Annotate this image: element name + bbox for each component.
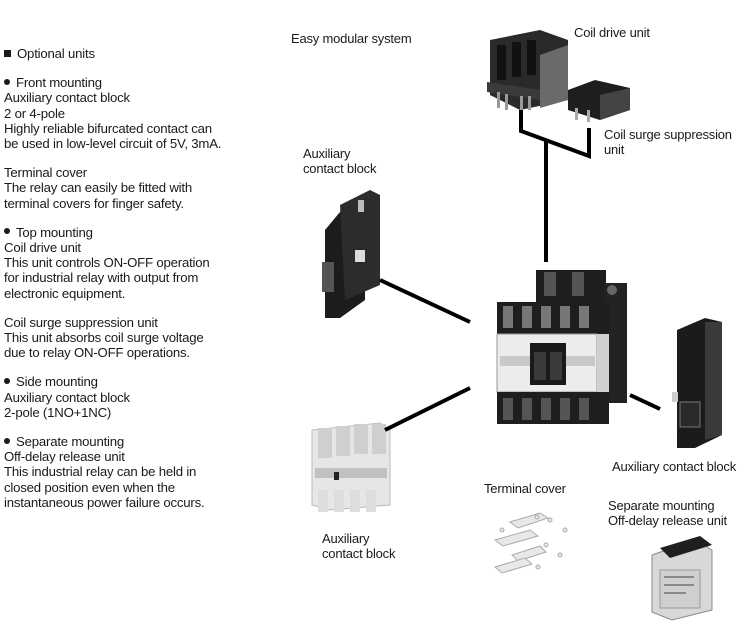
right-aux-connector — [629, 393, 661, 411]
industrial-relay-image — [496, 270, 627, 424]
left-aux-connector — [379, 278, 471, 324]
section-title: Separate mounting — [4, 434, 274, 449]
label-off-delay-release-unit: Off-delay release unit — [608, 513, 727, 528]
line-text: Auxiliary contact block — [4, 90, 130, 106]
line-text: Coil drive unit — [4, 240, 81, 256]
section-text: electronic equipment. — [4, 286, 274, 301]
optional-units-heading: Optional units — [4, 46, 274, 61]
terminal-cover-image — [493, 512, 568, 574]
line-text: This industrial relay can be held in — [4, 464, 197, 480]
line-text: Top mounting — [16, 224, 93, 240]
coil-surge-suppression-unit-image — [568, 80, 630, 122]
auxiliary-contact-block-front-image — [311, 422, 391, 512]
section-text: due to relay ON-OFF operations. — [4, 345, 274, 360]
line-text: Side mounting — [16, 374, 98, 390]
section-text: Auxiliary contact block — [4, 90, 274, 105]
label-terminal-cover: Terminal cover — [484, 481, 566, 496]
section-text: for industrial relay with output from — [4, 270, 274, 285]
line-text: Separate mounting — [16, 434, 125, 450]
line-text: This unit controls ON-OFF operation — [4, 255, 210, 271]
square-bullet-icon — [4, 50, 11, 58]
line-text: closed position even when the — [4, 479, 175, 495]
line-text: Front mounting — [16, 75, 102, 91]
line-text: electronic equipment. — [4, 285, 126, 301]
line-text: due to relay ON-OFF operations. — [4, 345, 190, 361]
section-title: Top mounting — [4, 225, 274, 240]
section-text: terminal covers for finger safety. — [4, 196, 274, 211]
bullet-icon — [4, 377, 10, 384]
line-text: 2 or 4-pole — [4, 105, 65, 121]
line-text: This unit absorbs coil surge voltage — [4, 330, 204, 346]
section-text: This unit controls ON-OFF operation — [4, 255, 274, 270]
line-text: 2-pole (1NO+1NC) — [4, 404, 112, 420]
bullet-icon — [4, 78, 10, 85]
section-title: Terminal cover — [4, 165, 274, 180]
line-text: instantaneous power failure occurs. — [4, 494, 205, 510]
bullet-icon — [4, 228, 10, 235]
label-aux-front-1: Auxiliary — [322, 531, 370, 546]
label-coil-surge-suppression-2: unit — [604, 142, 625, 157]
line-text: terminal covers for finger safety. — [4, 195, 184, 211]
line-text: The relay can easily be fitted with — [4, 180, 192, 196]
line-text: Coil surge suppression unit — [4, 314, 158, 330]
bullet-icon — [4, 437, 10, 444]
section-text: This unit absorbs coil surge voltage — [4, 330, 274, 345]
auxiliary-contact-block-side-image — [672, 318, 722, 448]
auxiliary-contact-block-top-image — [322, 190, 380, 318]
section-title: Front mounting — [4, 75, 274, 90]
section-text: The relay can easily be fitted with — [4, 180, 274, 195]
label-coil-drive-unit: Coil drive unit — [574, 25, 650, 40]
label-aux-top-2: contact block — [303, 161, 377, 176]
section-text: Auxiliary contact block — [4, 390, 274, 405]
section-text: This industrial relay can be held in — [4, 464, 274, 479]
label-coil-surge-suppression-1: Coil surge suppression — [604, 127, 732, 142]
section-text: be used in low-level circuit of 5V, 3mA. — [4, 136, 274, 151]
off-delay-release-unit-image — [651, 536, 713, 621]
line-text: be used in low-level circuit of 5V, 3mA. — [4, 136, 222, 152]
section-text: closed position even when the — [4, 480, 274, 495]
label-aux-top-1: Auxiliary — [303, 146, 351, 161]
section-text: Highly reliable bifurcated contact can — [4, 121, 274, 136]
label-aux-side: Auxiliary contact block — [612, 459, 737, 474]
line-text: Off-delay release unit — [4, 449, 125, 465]
line-text: Highly reliable bifurcated contact can — [4, 120, 212, 136]
section-text: Coil drive unit — [4, 240, 274, 255]
section-text: instantaneous power failure occurs. — [4, 495, 274, 510]
top-units-connector — [519, 110, 591, 159]
diagram-title: Easy modular system — [291, 31, 412, 46]
label-aux-front-2: contact block — [322, 546, 396, 561]
section-text: 2 or 4-pole — [4, 106, 274, 121]
section-title: Side mounting — [4, 374, 274, 389]
front-aux-connector — [384, 386, 471, 432]
label-separate-mounting: Separate mounting — [608, 498, 715, 513]
section-text: Off-delay release unit — [4, 449, 274, 464]
coil-drive-unit-image — [487, 30, 568, 112]
line-text: for industrial relay with output from — [4, 270, 199, 286]
line-text: Terminal cover — [4, 165, 87, 181]
section-text: 2-pole (1NO+1NC) — [4, 405, 274, 420]
section-title: Coil surge suppression unit — [4, 315, 274, 330]
line-text: Auxiliary contact block — [4, 389, 130, 405]
